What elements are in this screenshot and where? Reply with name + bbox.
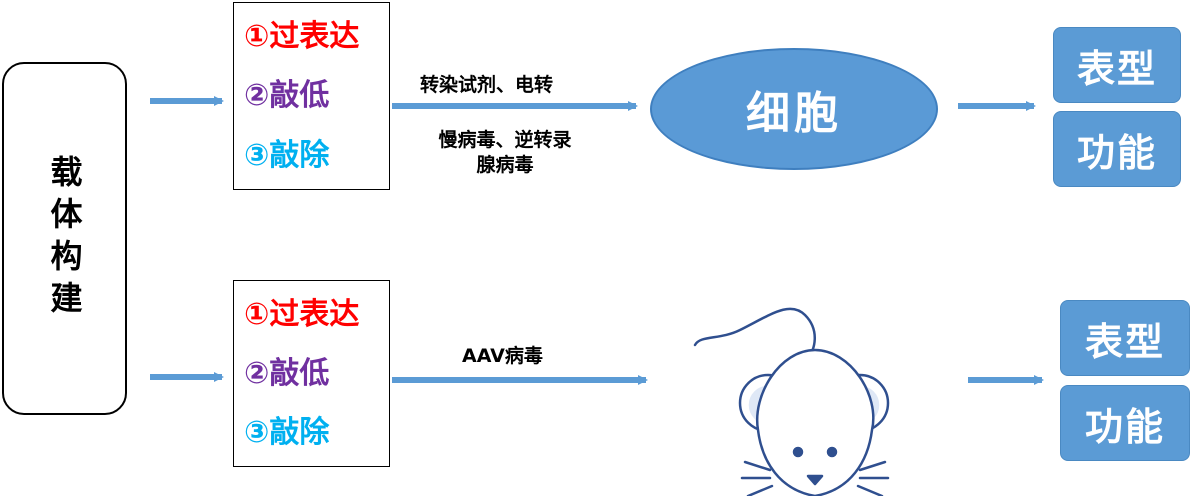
strategy-overexpression: ①过表达: [244, 19, 360, 55]
result-phenotype-cell: 表型: [1053, 27, 1181, 103]
strategy-box-cell: ①过表达 ②敲低 ③敲除: [233, 2, 390, 190]
result-phenotype-mouse: 表型: [1060, 300, 1190, 376]
result-label: 表型: [1076, 46, 1157, 91]
viral-delivery-label: 慢病毒、逆转录 腺病毒: [415, 128, 595, 177]
result-label: 功能: [1076, 130, 1157, 175]
viral-delivery-line-2: 腺病毒: [476, 153, 534, 176]
vector-construction-label: 载体构建: [45, 154, 84, 323]
result-label: 表型: [1084, 319, 1165, 364]
result-function-mouse: 功能: [1060, 385, 1190, 461]
transfection-label: 转染试剂、电转: [420, 74, 554, 96]
strategy-knockdown: ②敲低: [244, 78, 330, 114]
aav-label: AAV病毒: [462, 345, 543, 367]
result-function-cell: 功能: [1053, 111, 1181, 187]
viral-delivery-line-1: 慢病毒、逆转录: [438, 129, 572, 151]
strategy-knockdown: ②敲低: [244, 356, 330, 391]
cell-label: 细胞: [746, 88, 842, 139]
strategy-knockout: ③敲除: [244, 415, 330, 450]
cell-node: 细胞: [650, 48, 938, 170]
strategy-box-mouse: ①过表达 ②敲低 ③敲除: [233, 280, 390, 467]
strategy-knockout: ③敲除: [244, 137, 330, 173]
vector-construction-box: 载体构建: [2, 62, 127, 415]
mouse-icon: [693, 307, 890, 496]
result-label: 功能: [1084, 404, 1165, 449]
strategy-overexpression: ①过表达: [244, 297, 360, 332]
